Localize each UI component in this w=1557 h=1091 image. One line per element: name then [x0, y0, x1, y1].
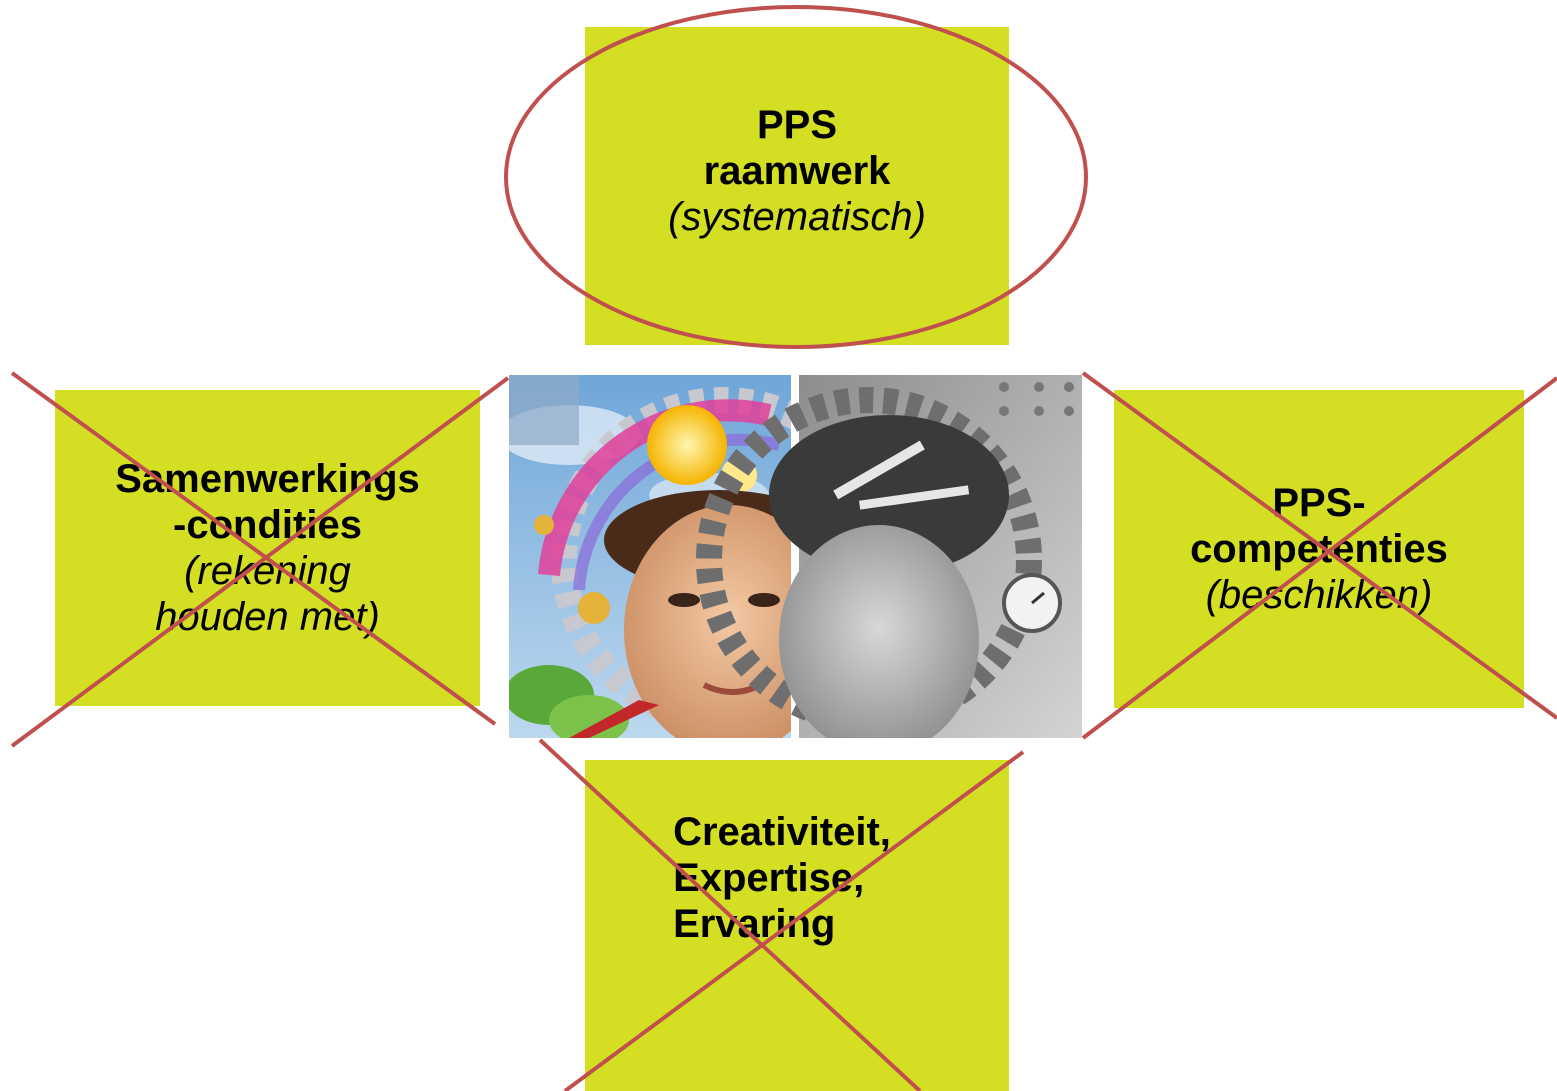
pps-raamwerk-line2: raamwerk: [703, 149, 891, 193]
creativiteit-box: Creativiteit, Expertise, Ervaring: [585, 760, 1009, 1091]
pps-competenties-line3: (beschikken): [1205, 573, 1433, 617]
creativiteit-line1: Creativiteit,: [673, 810, 891, 854]
pps-competenties-box: PPS- competenties (beschikken): [1114, 390, 1524, 708]
samenwerkingscondities-line2: -condities: [173, 503, 362, 547]
pps-raamwerk-text: PPS raamwerk (systematisch): [668, 102, 926, 240]
pps-raamwerk-box: PPS raamwerk (systematisch): [585, 27, 1009, 345]
creativiteit-line3: Ervaring: [673, 902, 836, 946]
pps-competenties-text: PPS- competenties (beschikken): [1190, 480, 1448, 618]
creativiteit-text: Creativiteit, Expertise, Ervaring: [673, 809, 891, 947]
pps-raamwerk-line3: (systematisch): [668, 195, 926, 239]
center-collage-image: [509, 375, 1082, 738]
pps-competenties-line1: PPS-: [1272, 481, 1366, 525]
mechanical-half-image: [696, 375, 1082, 738]
samenwerkingscondities-box: Samenwerkings -condities (rekening houde…: [55, 390, 480, 706]
pps-raamwerk-line1: PPS: [756, 103, 838, 147]
samenwerkingscondities-line1: Samenwerkings: [115, 457, 420, 501]
samenwerkingscondities-line4: houden met): [155, 595, 380, 639]
samenwerkingscondities-text: Samenwerkings -condities (rekening houde…: [115, 456, 420, 640]
pps-competenties-line2: competenties: [1190, 527, 1448, 571]
creativiteit-line2: Expertise,: [673, 856, 865, 900]
samenwerkingscondities-line3: (rekening: [184, 549, 351, 593]
